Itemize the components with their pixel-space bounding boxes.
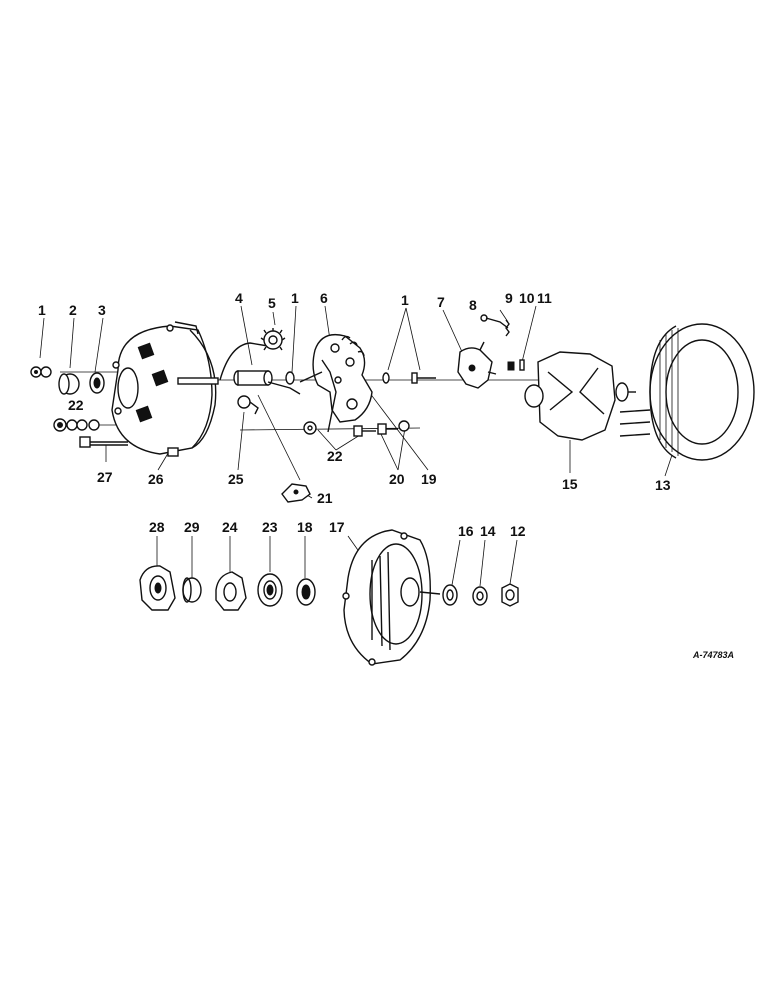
- callout-2: 2: [69, 302, 77, 318]
- part-26-rear-housing: [111, 321, 219, 457]
- part-29-spacer: [182, 577, 202, 603]
- callout-1-right: 1: [401, 292, 409, 308]
- callout-14: 14: [480, 523, 496, 539]
- callout-20: 20: [389, 471, 405, 487]
- callout-29: 29: [184, 519, 200, 535]
- callout-19: 19: [421, 471, 437, 487]
- part-1-washers: [30, 366, 52, 378]
- callout-25: 25: [228, 471, 244, 487]
- part-1-washer-middle: [285, 371, 295, 385]
- part-7-brush-holder: [457, 341, 497, 389]
- callout-5: 5: [268, 295, 276, 311]
- part-2-bushing: [58, 373, 80, 395]
- callout-7: 7: [437, 294, 445, 310]
- part-4-capacitor: [219, 342, 301, 395]
- callout-1-middle: 1: [291, 290, 299, 306]
- callout-13: 13: [655, 477, 671, 493]
- part-11-pin: [519, 359, 525, 371]
- part-18-seal: [296, 578, 316, 606]
- part-20-screws: [377, 420, 410, 435]
- part-13-stator-housing: [619, 323, 755, 461]
- callout-24: 24: [222, 519, 238, 535]
- callout-11: 11: [537, 290, 552, 306]
- callout-17: 17: [329, 519, 345, 535]
- callout-22-middle: 22: [327, 448, 343, 464]
- part-15-rotor: [524, 351, 636, 441]
- part-8-brush: [480, 314, 509, 329]
- part-1-screws: [382, 372, 436, 384]
- callout-15: 15: [562, 476, 578, 492]
- part-12-nut: [501, 583, 519, 607]
- callout-8: 8: [469, 297, 477, 313]
- part-5-toothed-washer: [260, 328, 286, 351]
- part-23-bearing: [257, 573, 283, 607]
- part-10-pin: [507, 361, 515, 371]
- part-21-terminal: [281, 483, 311, 503]
- part-25-diode: [237, 395, 259, 415]
- callout-10: 10: [519, 290, 535, 306]
- figure-reference-code: A-74783A: [693, 650, 735, 660]
- callout-9: 9: [505, 290, 513, 306]
- callout-12: 12: [510, 523, 526, 539]
- part-24-retainer: [215, 571, 247, 611]
- part-6-rectifier-plate: [299, 333, 373, 433]
- part-9-spring: [505, 319, 510, 337]
- part-28-retainer-plate: [139, 565, 176, 611]
- part-22-nut-washers: [53, 418, 100, 432]
- part-14-lock-washer: [472, 586, 488, 606]
- part-17-drive-end-frame: [342, 529, 441, 666]
- callout-1-left: 1: [38, 302, 46, 318]
- callout-26: 26: [148, 471, 164, 487]
- callout-23: 23: [262, 519, 278, 535]
- callout-16: 16: [458, 523, 474, 539]
- callout-27: 27: [97, 469, 113, 485]
- callout-4: 4: [235, 290, 243, 306]
- callout-6: 6: [320, 290, 328, 306]
- part-27-through-bolt: [79, 436, 128, 448]
- callout-3: 3: [98, 302, 106, 318]
- part-3-insulator: [89, 372, 105, 394]
- callout-28: 28: [149, 519, 165, 535]
- callout-18: 18: [297, 519, 313, 535]
- part-16-spacer-ring: [442, 584, 458, 606]
- callout-21: 21: [317, 490, 333, 506]
- callout-22-left: 22: [68, 397, 84, 413]
- part-22-washers-middle: [303, 421, 376, 437]
